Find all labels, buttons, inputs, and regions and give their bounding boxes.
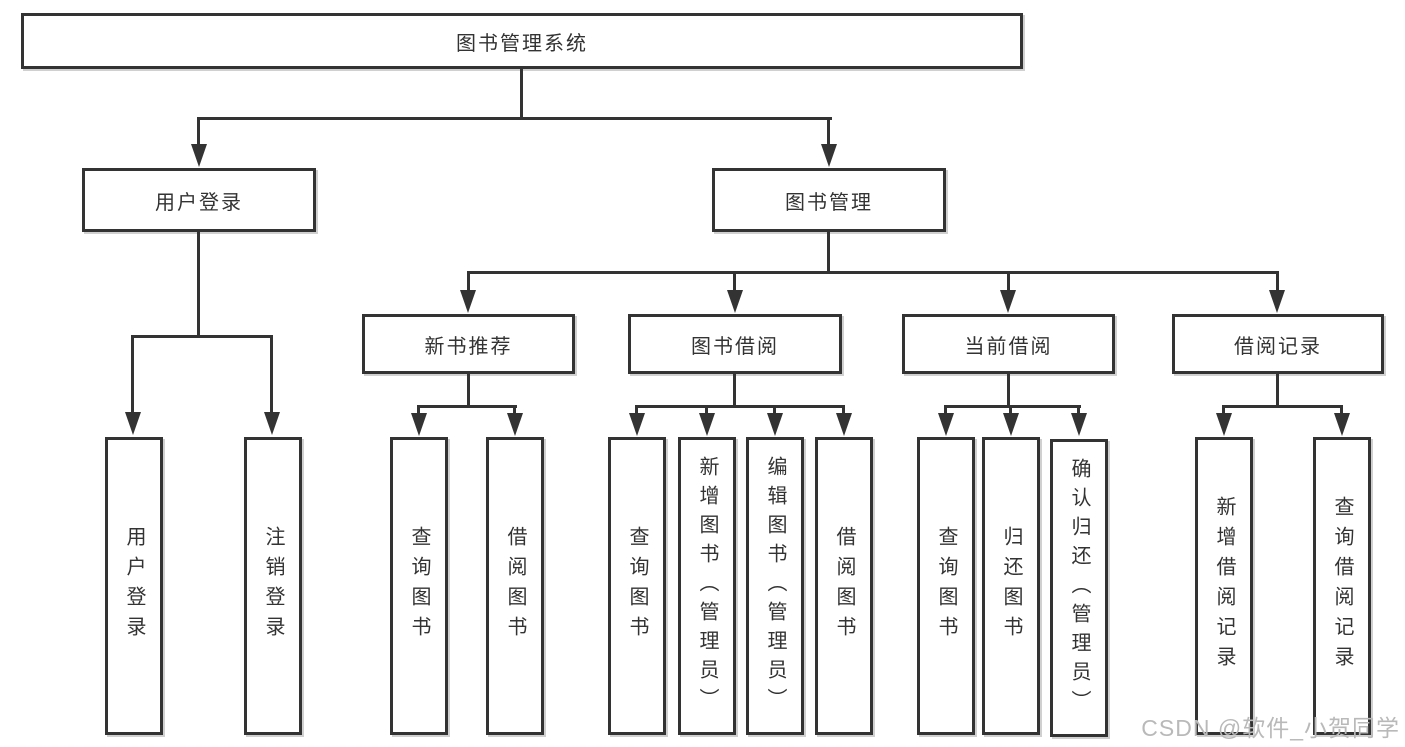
arrow-down-icon: [411, 413, 427, 436]
leaf-borrow-books-newbooks: 借阅图书: [486, 437, 544, 735]
node-library-system: 图书管理系统: [21, 13, 1023, 69]
leaf-return-books: 归还图书: [982, 437, 1040, 735]
connector-book-mgmt-stub: [827, 232, 830, 271]
connector-leaf-drop: [513, 405, 516, 415]
arrow-down-icon: [767, 413, 783, 436]
connector-group-stub: [1276, 374, 1279, 405]
connector-user-login-drop: [197, 117, 200, 145]
node-borrow-records: 借阅记录: [1172, 314, 1384, 374]
node-book-borrow: 图书借阅: [628, 314, 842, 374]
leaf-borrow-books: 借阅图书: [815, 437, 873, 735]
connector-level3-drop: [1007, 271, 1010, 291]
connector-book-mgmt-drop: [827, 117, 830, 145]
arrow-down-icon: [1334, 413, 1350, 436]
connector-group-hline: [635, 405, 845, 408]
node-user-login: 用户登录: [82, 168, 316, 232]
connector-group-hline: [417, 405, 517, 408]
arrow-down-icon: [1000, 290, 1016, 313]
arrow-down-icon: [1269, 290, 1285, 313]
arrow-down-icon: [125, 412, 141, 435]
connector-leaf-drop: [842, 405, 845, 415]
arrow-down-icon: [821, 144, 837, 167]
connector-leaf-drop: [270, 335, 273, 413]
connector-level3-drop: [467, 271, 470, 291]
connector-leaf-drop: [773, 405, 776, 415]
connector-leaf-drop: [131, 335, 134, 413]
leaf-add-books-admin: 新增图书（管理员）: [678, 437, 736, 735]
arrow-down-icon: [727, 290, 743, 313]
leaf-query-books-borrow: 查询图书: [608, 437, 666, 735]
connector-root-stub: [520, 69, 523, 117]
arrow-down-icon: [836, 413, 852, 436]
connector-leaf-drop: [417, 405, 420, 415]
arrow-down-icon: [629, 413, 645, 436]
csdn-watermark: CSDN @软件_小贺同学: [1141, 715, 1400, 741]
leaf-query-borrow-record: 查询借阅记录: [1313, 437, 1371, 735]
connector-leaf-drop: [705, 405, 708, 415]
connector-group-hline: [944, 405, 1081, 408]
leaf-logout: 注销登录: [244, 437, 302, 735]
connector-leaf-drop: [635, 405, 638, 415]
connector-group-hline: [1222, 405, 1343, 408]
connector-level2-hline: [197, 117, 832, 120]
arrow-down-icon: [1216, 413, 1232, 436]
node-current-borrow: 当前借阅: [902, 314, 1115, 374]
connector-level3-drop: [733, 271, 736, 291]
connector-user-login-hline: [131, 335, 273, 338]
arrow-down-icon: [1071, 413, 1087, 436]
arrow-down-icon: [1003, 413, 1019, 436]
connector-leaf-drop: [1077, 405, 1080, 415]
connector-leaf-drop: [1222, 405, 1225, 415]
node-new-book-recommend: 新书推荐: [362, 314, 575, 374]
connector-user-login-stub: [197, 232, 200, 335]
arrow-down-icon: [507, 413, 523, 436]
connector-level3-hline: [467, 271, 1279, 274]
leaf-confirm-return-admin: 确认归还（管理员）: [1050, 439, 1108, 737]
connector-group-stub: [1007, 374, 1010, 405]
arrow-down-icon: [460, 290, 476, 313]
connector-leaf-drop: [1340, 405, 1343, 415]
arrow-down-icon: [938, 413, 954, 436]
leaf-user-login: 用户登录: [105, 437, 163, 735]
leaf-add-borrow-record: 新增借阅记录: [1195, 437, 1253, 735]
node-book-management: 图书管理: [712, 168, 946, 232]
connector-leaf-drop: [1009, 405, 1012, 415]
arrow-down-icon: [699, 413, 715, 436]
connector-leaf-drop: [944, 405, 947, 415]
leaf-query-books-current: 查询图书: [917, 437, 975, 735]
leaf-edit-books-admin: 编辑图书（管理员）: [746, 437, 804, 735]
connector-group-stub: [467, 374, 470, 405]
arrow-down-icon: [191, 144, 207, 167]
connector-group-stub: [733, 374, 736, 405]
leaf-query-books-newbooks: 查询图书: [390, 437, 448, 735]
arrow-down-icon: [264, 412, 280, 435]
connector-level3-drop: [1276, 271, 1279, 291]
